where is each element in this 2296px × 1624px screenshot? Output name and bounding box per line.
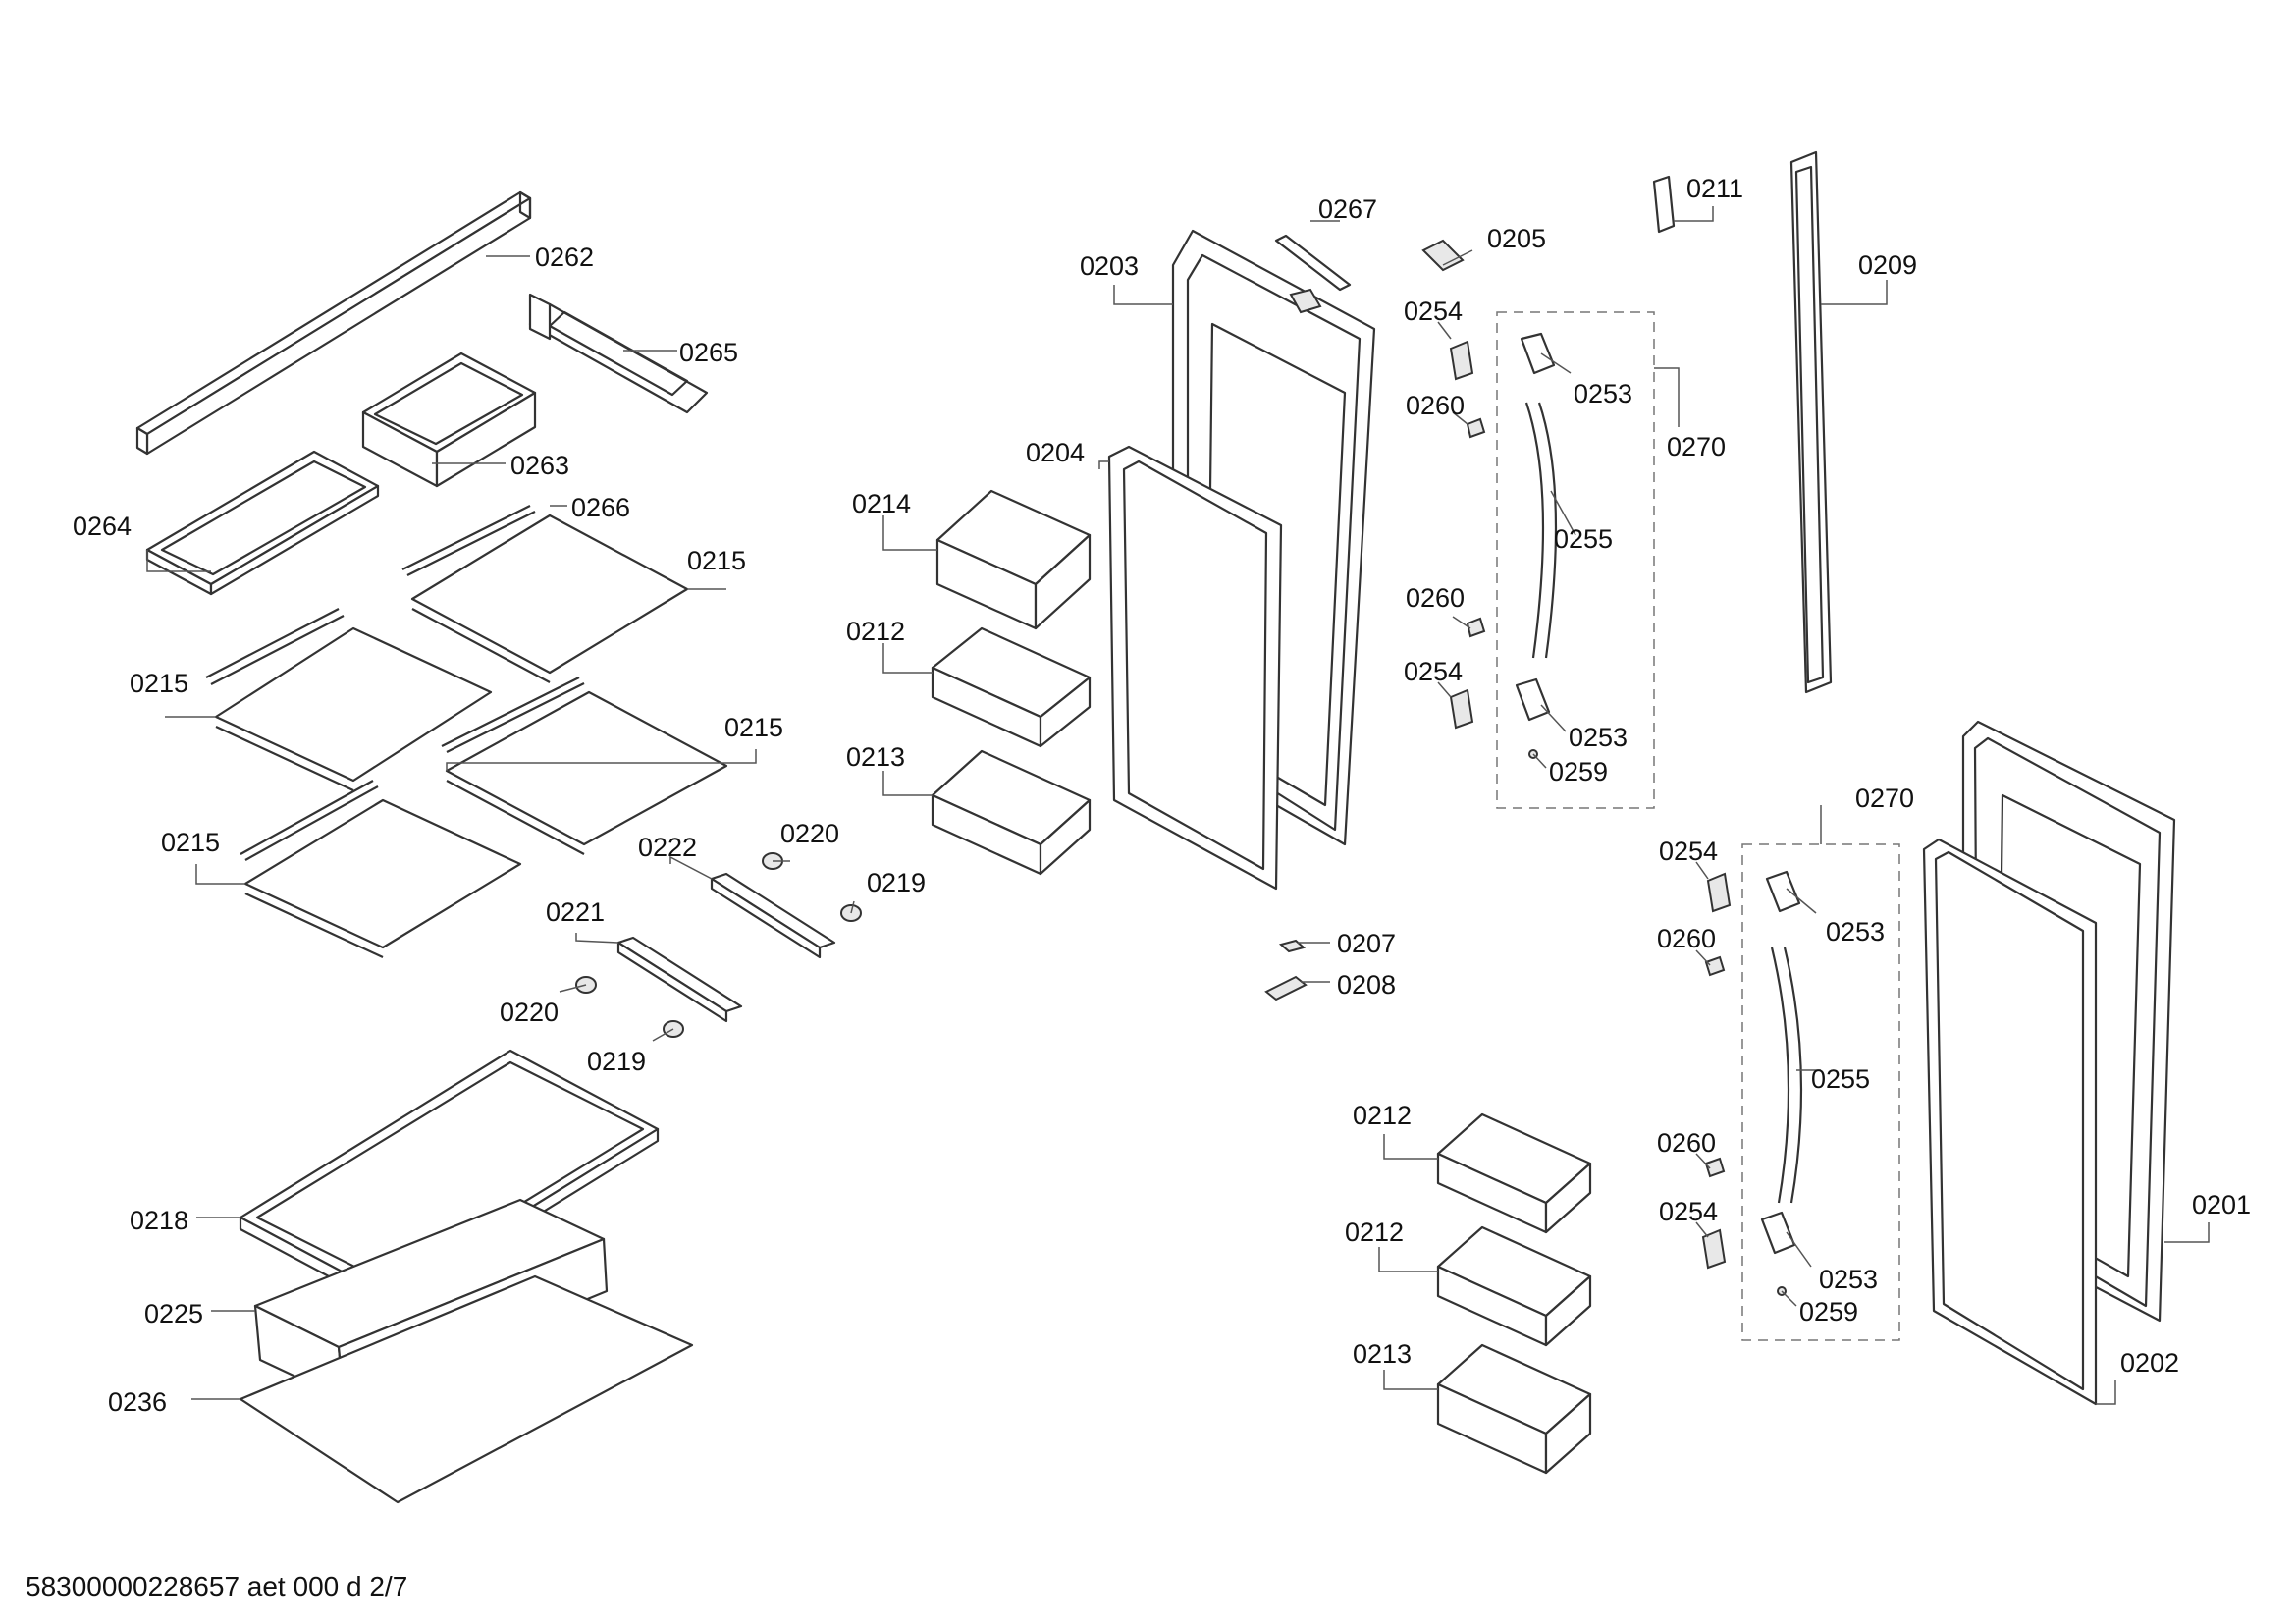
label-0265: 0265 [679,338,738,367]
label-0259-a: 0259 [1549,757,1608,786]
label-0263: 0263 [510,451,569,480]
label-0214: 0214 [852,489,911,518]
label-0253-c: 0253 [1826,917,1885,947]
label-0213-mid: 0213 [846,742,905,772]
label-0209: 0209 [1858,250,1917,280]
bin-0212-mid [931,626,1092,748]
label-0211: 0211 [1686,174,1743,203]
label-0259-b: 0259 [1799,1297,1858,1326]
label-0254-d: 0254 [1659,1197,1718,1226]
rail-0262 [135,190,532,456]
tray-0264 [145,450,380,596]
leader-lines [146,206,2210,1405]
label-0219-b: 0219 [587,1047,646,1076]
label-0215-right: 0215 [724,713,783,742]
label-0215-left1: 0215 [130,669,188,698]
cover-plate-0236 [239,1274,694,1504]
bin-0212-right-a [1436,1112,1592,1234]
part-labels: 0262 0265 0263 0264 0266 0215 0215 0215 … [73,174,2251,1417]
label-0267: 0267 [1318,194,1377,224]
label-0212-right-a: 0212 [1353,1101,1412,1130]
bin-0214 [935,489,1092,630]
kit-box-0270-top [1496,311,1655,809]
label-0215-top: 0215 [687,546,746,575]
label-0236: 0236 [108,1387,167,1417]
label-0207: 0207 [1337,929,1396,958]
label-0220-b: 0220 [500,998,559,1027]
bracket-0265 [528,293,709,414]
label-0255-a: 0255 [1554,524,1613,554]
trim-0209 [1789,150,1833,694]
drawing-reference-number: 58300000228657 aet 000 d 2/7 [26,1571,408,1601]
label-0253-d: 0253 [1819,1265,1878,1294]
label-0260-d: 0260 [1657,1128,1716,1158]
label-0254-c: 0254 [1659,837,1718,866]
label-0201: 0201 [2192,1190,2251,1219]
bin-0212-right-b [1436,1225,1592,1347]
label-0254-a: 0254 [1404,297,1463,326]
label-0221: 0221 [546,897,605,927]
label-0260-a: 0260 [1406,391,1465,420]
label-0208: 0208 [1337,970,1396,1000]
label-0202: 0202 [2120,1348,2179,1378]
label-0266: 0266 [571,493,630,522]
label-0255-b: 0255 [1811,1064,1870,1094]
strip-0267 [1274,234,1352,292]
label-0218: 0218 [130,1206,188,1235]
shelf-0215-left1 [205,608,493,791]
trim-0211 [1652,175,1676,234]
label-0260-c: 0260 [1657,924,1716,953]
clips-0207-0208 [1264,939,1308,1001]
shelf-0215-right [441,677,728,855]
bin-0213-right [1436,1343,1592,1475]
label-0219-a: 0219 [867,868,926,897]
label-0270-top: 0270 [1667,432,1726,461]
label-0212-mid: 0212 [846,617,905,646]
rail-0222 [710,872,836,959]
gasket-0204 [1107,445,1283,891]
hinge-0205 [1421,239,1465,272]
kit-box-0270-bottom [1741,843,1900,1341]
label-0215-left2: 0215 [161,828,220,857]
label-0253-b: 0253 [1569,723,1628,752]
label-0222: 0222 [638,833,697,862]
label-0203: 0203 [1080,251,1139,281]
gasket-0202 [1922,838,2098,1406]
box-0263 [361,352,537,488]
label-0270-bottom: 0270 [1855,784,1914,813]
label-0212-right-b: 0212 [1345,1218,1404,1247]
label-0220-a: 0220 [780,819,839,848]
label-0262: 0262 [535,243,594,272]
label-0204: 0204 [1026,438,1085,467]
label-0260-b: 0260 [1406,583,1465,613]
shelf-0215-top [401,505,689,683]
label-0254-b: 0254 [1404,657,1463,686]
label-0205: 0205 [1487,224,1546,253]
label-0264: 0264 [73,512,132,541]
handle-kit-top [1449,332,1558,759]
shelf-0215-left2 [240,780,522,958]
bin-0213-mid [931,749,1092,876]
label-0253-a: 0253 [1574,379,1632,408]
rail-0221 [616,936,743,1023]
handle-kit-bottom [1701,870,1803,1296]
label-0225: 0225 [144,1299,203,1328]
label-0213-right: 0213 [1353,1339,1412,1369]
